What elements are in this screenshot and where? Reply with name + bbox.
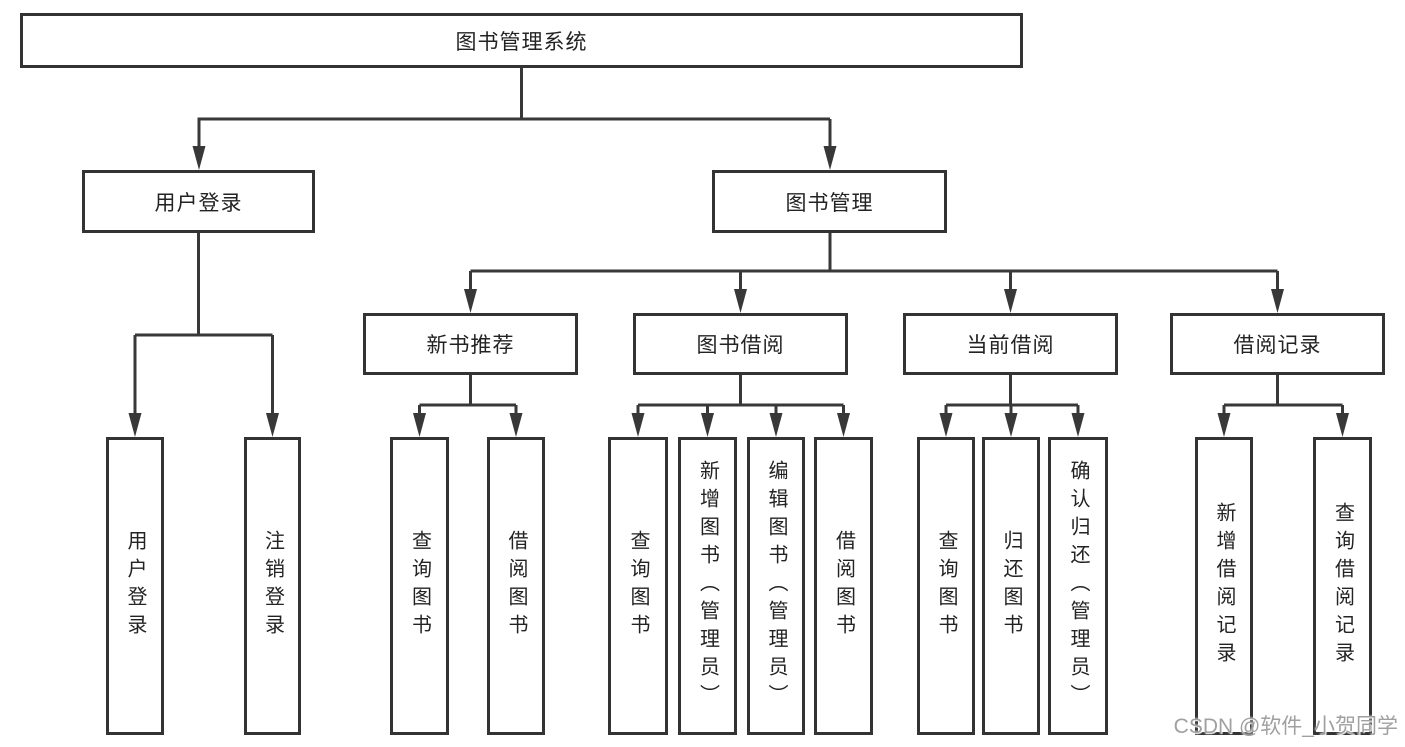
node-book-borrow: 图书借阅 — [633, 313, 848, 375]
node-new-book-recommend-label: 新书推荐 — [426, 334, 515, 357]
leaf-query-books-3: 查询图书 — [917, 437, 975, 735]
leaf-label: 借阅图书 — [832, 530, 855, 642]
leaf-label: 查询图书 — [408, 530, 431, 642]
leaf-label: 新增图书（管理员） — [696, 460, 719, 712]
leaf-label: 查询图书 — [627, 530, 649, 642]
csdn-watermark: CSDN @软件_小贺同学 — [1173, 715, 1398, 738]
node-book-management-label: 图书管理 — [785, 191, 874, 215]
leaf-label: 查询图书 — [935, 530, 957, 642]
leaf-confirm-return-admin: 确认归还（管理员） — [1048, 437, 1108, 735]
leaf-label: 编辑图书（管理员） — [765, 460, 787, 712]
leaf-label: 新增借阅记录 — [1213, 502, 1235, 670]
node-current-borrow: 当前借阅 — [903, 313, 1118, 375]
arrowheads — [128, 146, 1349, 437]
node-borrow-records: 借阅记录 — [1170, 313, 1385, 375]
leaf-query-books-2: 查询图书 — [608, 437, 668, 735]
node-borrow-records-label: 借阅记录 — [1233, 334, 1322, 357]
node-new-book-recommend: 新书推荐 — [363, 313, 578, 375]
node-book-borrow-label: 图书借阅 — [696, 334, 785, 357]
leaf-query-books-1: 查询图书 — [390, 437, 449, 735]
node-user-login-label: 用户登录 — [154, 191, 243, 215]
leaf-return-books: 归还图书 — [982, 437, 1040, 735]
leaf-borrow-books-2: 借阅图书 — [814, 437, 873, 735]
leaf-user-login: 用户登录 — [106, 437, 164, 735]
leaf-label: 用户登录 — [124, 530, 146, 642]
leaf-label: 归还图书 — [1000, 530, 1022, 642]
leaf-edit-books-admin: 编辑图书（管理员） — [747, 437, 805, 735]
leaf-query-borrow-record: 查询借阅记录 — [1313, 437, 1372, 735]
node-current-borrow-label: 当前借阅 — [966, 334, 1055, 357]
leaf-add-borrow-record: 新增借阅记录 — [1195, 437, 1253, 735]
leaf-label: 确认归还（管理员） — [1067, 460, 1089, 712]
node-root: 图书管理系统 — [20, 13, 1023, 68]
leaf-add-books-admin: 新增图书（管理员） — [678, 437, 737, 735]
leaf-logout: 注销登录 — [244, 437, 301, 735]
node-root-label: 图书管理系统 — [455, 30, 588, 54]
leaf-label: 借阅图书 — [505, 530, 527, 642]
leaf-label: 注销登录 — [261, 530, 284, 642]
leaf-borrow-books-1: 借阅图书 — [487, 437, 545, 735]
node-book-management: 图书管理 — [712, 170, 947, 233]
leaf-label: 查询借阅记录 — [1331, 502, 1354, 670]
node-user-login: 用户登录 — [82, 170, 315, 233]
